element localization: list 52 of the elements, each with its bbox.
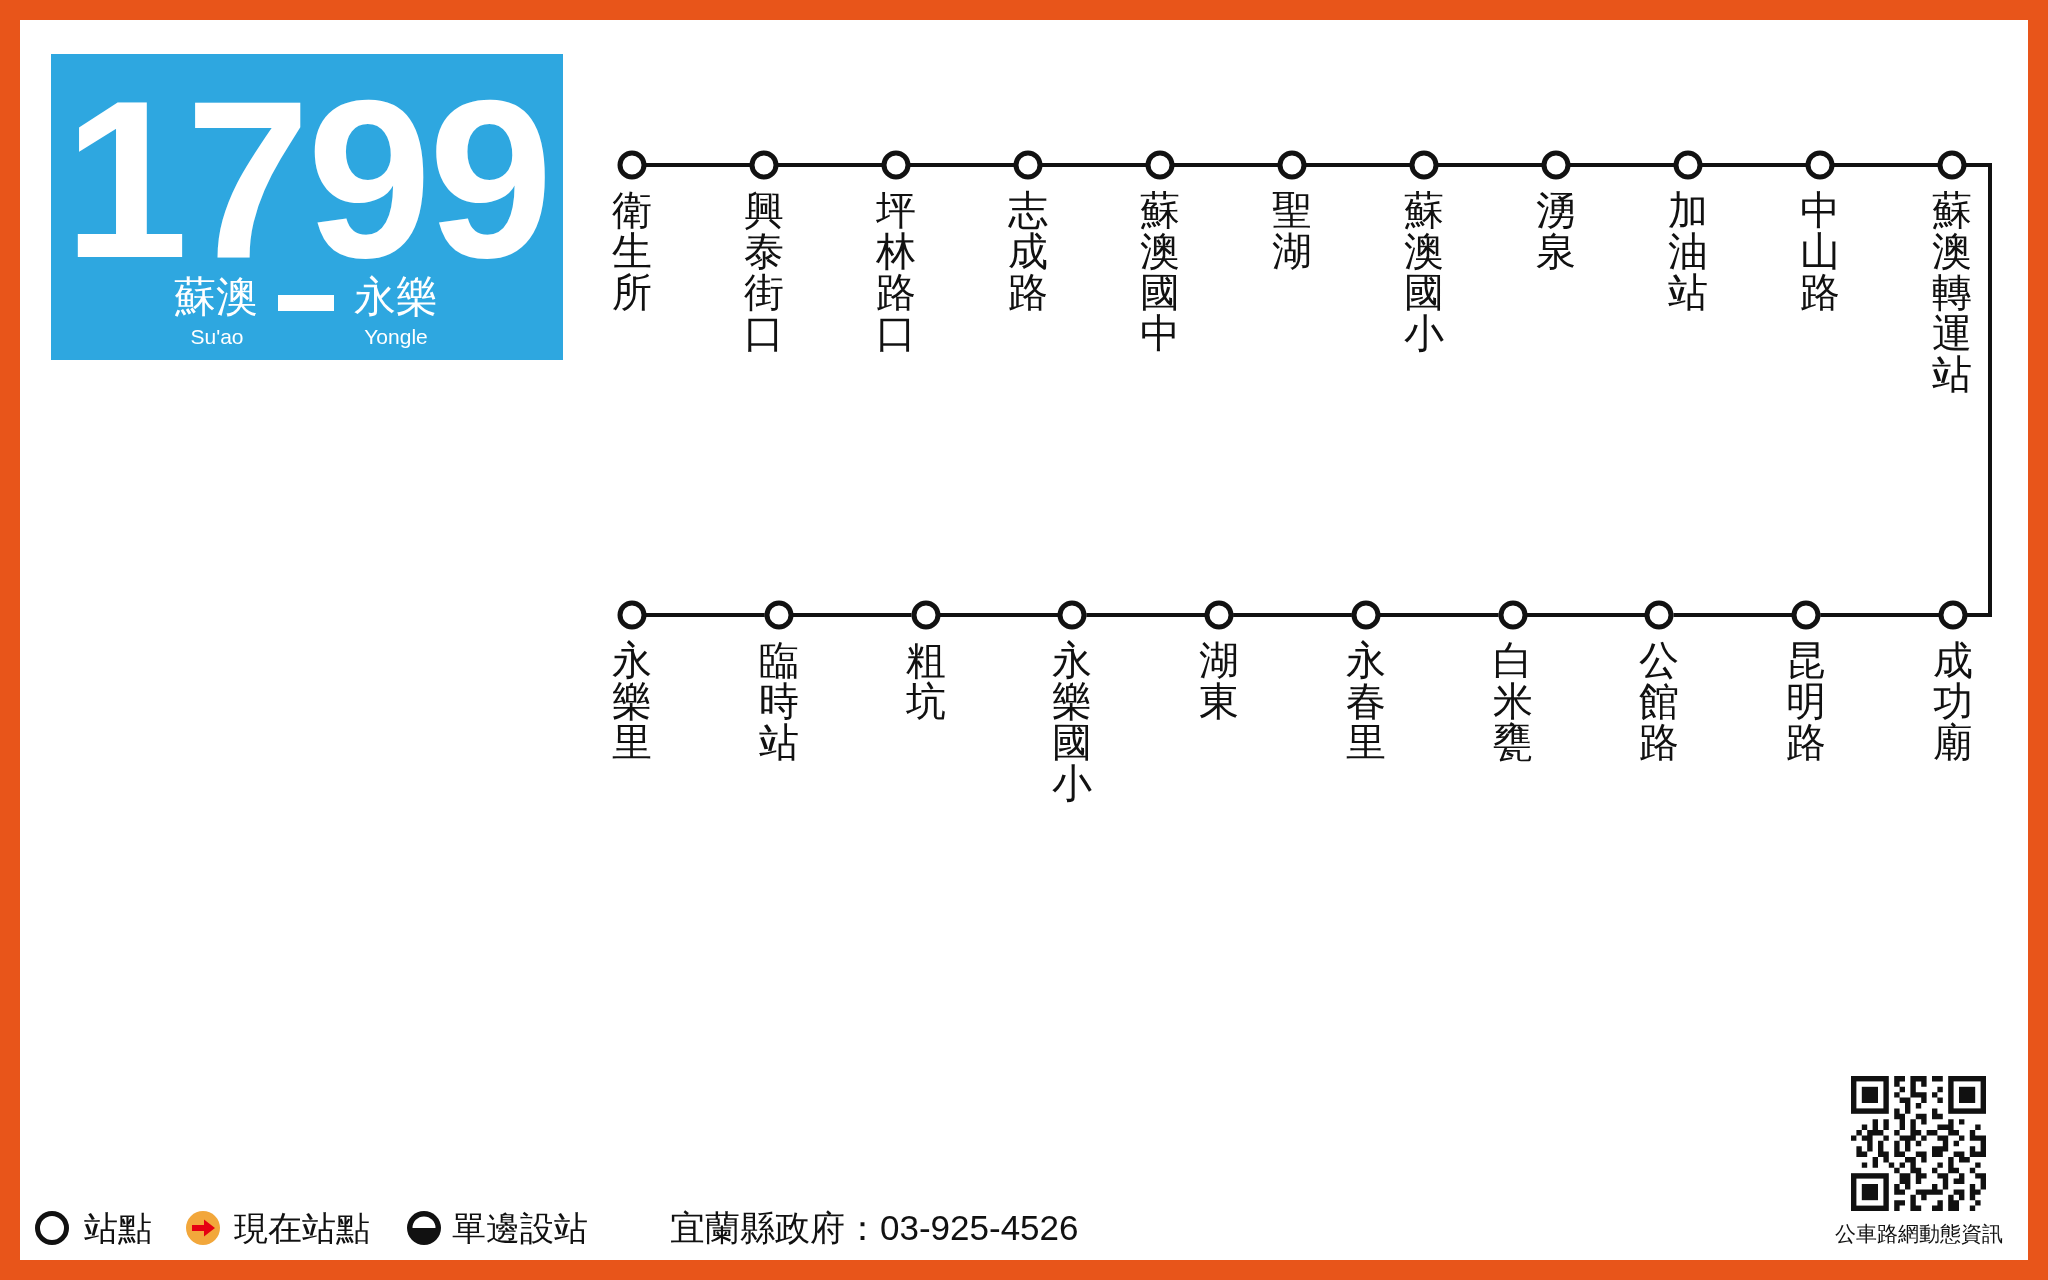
route-line: [1820, 613, 1939, 617]
route-line: [939, 613, 1059, 617]
station-name: 永樂里: [611, 640, 652, 763]
legend-label: 單邊設站: [452, 1211, 588, 1245]
route-line: [1306, 163, 1410, 167]
route-banner: [51, 54, 563, 360]
station-name: 中山路: [1800, 190, 1840, 313]
romanized-name: Yongle: [364, 326, 428, 347]
station-name: 永春里: [1345, 640, 1386, 763]
route-line: [1042, 163, 1146, 167]
station-name: 衛生所: [612, 190, 652, 313]
station-name: 成功廟: [1933, 640, 1973, 763]
route-line: [1174, 163, 1278, 167]
route-line: [1834, 163, 1938, 167]
station-name: 蘇澳國小: [1404, 190, 1444, 354]
station-name: 志成路: [1008, 190, 1048, 313]
legend-label: 站點: [84, 1211, 152, 1245]
route-line: [1702, 163, 1806, 167]
contact-note: 宜蘭縣政府：03-925-4526: [670, 1210, 1079, 1245]
route-line: [1966, 163, 1992, 617]
station-name: 蘇澳國中: [1140, 190, 1180, 354]
station-name: 湖東: [1199, 640, 1240, 722]
route-line: [792, 613, 912, 617]
station-name: 永樂國小: [1052, 640, 1093, 804]
qr-caption: 公車路網動態資訊: [1835, 1223, 2003, 1244]
station-name: 坪林路口: [876, 190, 916, 354]
route-line: [1438, 163, 1542, 167]
station-name: 蘇澳轉運站: [1932, 190, 1972, 395]
romanized-name: Su'ao: [190, 326, 244, 347]
station-name: 粗坑: [905, 640, 946, 722]
station-name: 聖湖: [1272, 190, 1312, 272]
station-name: 白米甕: [1492, 640, 1533, 763]
station-name: 湧泉: [1536, 190, 1576, 272]
route-line: [1526, 613, 1646, 617]
route-line: [910, 163, 1014, 167]
route-line: [1379, 613, 1499, 617]
route-line: [1233, 613, 1352, 617]
place-name: 蘇澳: [174, 276, 258, 318]
route-line: [1086, 613, 1206, 617]
route-line: [778, 163, 882, 167]
station-name: 興泰街口: [744, 190, 784, 354]
route-line: [646, 613, 765, 617]
route-number: 1799: [63, 95, 551, 263]
route-line: [1673, 613, 1793, 617]
legend-label: 現在站點: [234, 1211, 370, 1245]
station-name: 昆明路: [1786, 640, 1827, 763]
route-line: [646, 163, 750, 167]
place-name: 永樂: [354, 276, 438, 318]
station-name: 公館路: [1639, 640, 1680, 763]
station-name: 加油站: [1668, 190, 1708, 313]
station-name: 臨時站: [758, 640, 799, 763]
route-line: [1570, 163, 1674, 167]
